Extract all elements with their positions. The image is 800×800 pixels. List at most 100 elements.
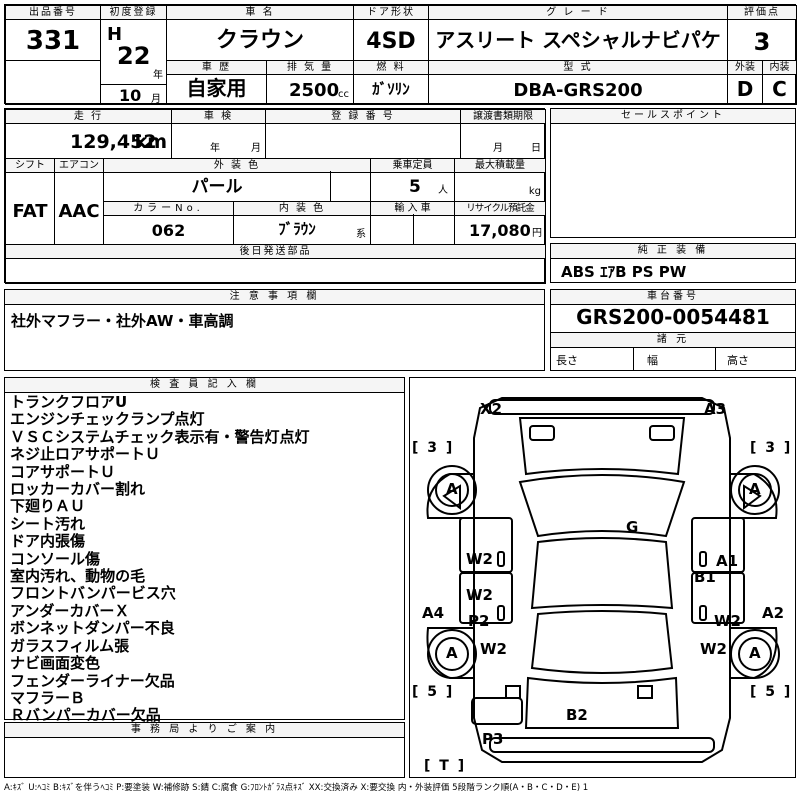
mark-a2: A2 bbox=[762, 604, 785, 622]
ext-label: 外装 bbox=[728, 61, 762, 75]
ext-grade-cell: 外装 D bbox=[727, 60, 763, 105]
later-parts-label: 後日発送部品 bbox=[6, 245, 545, 259]
inspector-item: Ｒバンパーカバー欠品 bbox=[10, 706, 161, 725]
mark-a3: A3 bbox=[704, 400, 727, 418]
regno-cell: 登 録 番 号 bbox=[265, 109, 461, 159]
inspection-cell: 車 検 年 月 bbox=[171, 109, 266, 159]
notice-label: 注 意 事 項 欄 bbox=[5, 290, 544, 305]
inspector-item: 室内汚れ、動物の毛 bbox=[10, 567, 146, 586]
intcolor-cell: 内 装 色 ﾌﾞﾗｳﾝ 系 bbox=[233, 201, 371, 245]
mark-p2: P2 bbox=[468, 612, 490, 630]
intcolor-unit: 系 bbox=[356, 229, 366, 240]
mark-w2-right-2: W2 bbox=[700, 640, 727, 658]
mark-b2: B2 bbox=[566, 706, 588, 724]
door-label: ドア形状 bbox=[354, 6, 428, 20]
spec-label: 諸 元 bbox=[551, 332, 795, 348]
chassis-label: 車台番号 bbox=[551, 290, 795, 305]
doc-deadline-cell: 譲渡書類期限 月 日 bbox=[460, 109, 546, 159]
load-unit: kg bbox=[528, 186, 541, 197]
length-label: 長さ bbox=[556, 354, 578, 367]
reg-month: 10 bbox=[119, 86, 142, 105]
notice-value: 社外マフラー・社外AW・車高調 bbox=[11, 312, 234, 330]
grade-label: グ レ ー ド bbox=[429, 6, 727, 20]
doc-day-unit: 日 bbox=[531, 143, 541, 154]
reg-month-unit: 月 bbox=[151, 94, 161, 105]
door-type: 4SD bbox=[366, 29, 416, 54]
tread-rear-right: [ 5 ] bbox=[750, 684, 793, 700]
regno-label: 登 録 番 号 bbox=[266, 110, 460, 124]
later-parts-cell: 後日発送部品 bbox=[5, 244, 546, 284]
inspector-item: コアサポートＵ bbox=[10, 462, 116, 481]
mid-info-block: 走 行 129,452 km 車 検 年 月 登 録 番 号 譲渡書類期限 月 … bbox=[4, 108, 546, 284]
inspector-item: ネジ止ロアサポートＵ bbox=[10, 445, 161, 464]
lot-label: 出品番号 bbox=[6, 6, 100, 20]
inspector-item: 下廻りＡＵ bbox=[10, 497, 86, 516]
import-cell: 輸 入 車 bbox=[370, 201, 455, 245]
mark-a4: A4 bbox=[422, 604, 445, 622]
sales-points-block: セールスポイント bbox=[550, 108, 796, 238]
tyre-rear-left-grade: A bbox=[446, 644, 458, 662]
color-cell: 外 装 色 パール bbox=[103, 158, 371, 202]
fuel: ｶﾞｿﾘﾝ bbox=[372, 80, 410, 98]
mark-g: G bbox=[626, 518, 639, 536]
office-block: 事 務 局 よ り ご 案 内 bbox=[4, 722, 405, 778]
fuel-label: 燃 料 bbox=[354, 61, 428, 75]
recycle-unit: 円 bbox=[532, 228, 542, 239]
legend: A:ｷｽﾞ U:ﾍｺﾐ B:ｷｽﾞを伴うﾍｺﾐ P:要塗装 W:補修跡 S:錆 … bbox=[4, 783, 589, 793]
intcolor-label: 内 装 色 bbox=[234, 202, 370, 216]
reg-year-unit: 年 bbox=[153, 70, 163, 81]
inspector-item: マフラーＢ bbox=[10, 688, 86, 707]
shift-cell: シフト FAT bbox=[5, 158, 55, 245]
tyre-front-left-grade: A bbox=[446, 480, 458, 498]
name-label: 車 名 bbox=[167, 6, 353, 20]
load-label: 最大積載量 bbox=[455, 159, 545, 173]
seats: 5 bbox=[409, 177, 421, 197]
top-info-block: 出品番号 331 初度登録 H 22 年 10 月 車 名 クラウン ドア形状 … bbox=[4, 4, 797, 105]
int-label: 内装 bbox=[763, 61, 796, 75]
mark-w2-left-3: W2 bbox=[480, 640, 507, 658]
colorno-label: カラーNo. bbox=[104, 202, 233, 216]
score-cell: 評価点 3 bbox=[727, 5, 797, 61]
mileage: 129,452 bbox=[70, 131, 157, 153]
inspector-item: エンジンチェックランプ点灯 bbox=[10, 410, 205, 429]
mark-w2-right-1: W2 bbox=[714, 612, 741, 630]
lot-blank bbox=[5, 60, 101, 105]
ac: AAC bbox=[58, 201, 100, 222]
mark-w2-left-2: W2 bbox=[466, 586, 493, 604]
height-cell: 高さ bbox=[715, 347, 795, 371]
sales-points-label: セールスポイント bbox=[551, 109, 795, 124]
inspector-item: フェンダーライナー欠品 bbox=[10, 671, 175, 690]
shift: FAT bbox=[12, 201, 48, 222]
colorno: 062 bbox=[151, 221, 186, 240]
mileage-label: 走 行 bbox=[6, 110, 171, 124]
tread-front-right: [ 3 ] bbox=[750, 440, 793, 456]
damage-diagram: X2 A3 G W2 W2 P2 W2 A4 A1 B1 W2 A2 W2 B2… bbox=[409, 377, 796, 778]
color-label: 外 装 色 bbox=[104, 159, 370, 173]
windshield bbox=[518, 474, 686, 538]
inspector-item: ナビ画面変色 bbox=[10, 654, 101, 673]
inspector-item: フロントバンパービス穴 bbox=[10, 584, 176, 603]
body-outline bbox=[473, 397, 731, 763]
disp-label: 排 気 量 bbox=[267, 61, 353, 75]
inspector-item: ロッカーカバー割れ bbox=[10, 480, 146, 499]
inspector-item: トランクフロアU bbox=[10, 393, 128, 411]
equipment-block: 純 正 装 備 ABS ｴｱB PS PW bbox=[550, 243, 796, 283]
score-label: 評価点 bbox=[728, 6, 796, 20]
mark-b1: B1 bbox=[694, 568, 716, 586]
history-label: 車 歴 bbox=[167, 61, 266, 75]
mark-x2: X2 bbox=[480, 400, 503, 418]
recycle-cell: リサイクル預託金 17,080 円 bbox=[454, 201, 546, 245]
load-cell: 最大積載量 kg bbox=[454, 158, 546, 202]
width-cell: 幅 bbox=[633, 347, 716, 371]
fuel-cell: 燃 料 ｶﾞｿﾘﾝ bbox=[353, 60, 429, 105]
notice-block: 注 意 事 項 欄 社外マフラー・社外AW・車高調 bbox=[4, 289, 545, 371]
inspector-item: コンソール傷 bbox=[10, 549, 101, 568]
doc-month-unit: 月 bbox=[493, 143, 503, 154]
spare-tyre: [ T ] bbox=[424, 758, 467, 774]
inspector-item: ＶＳＣシステムチェック表示有・警告灯点灯 bbox=[10, 427, 310, 446]
name-cell: 車 名 クラウン bbox=[166, 5, 354, 61]
recycle: 17,080 bbox=[469, 221, 531, 240]
model-cell: 型 式 DBA-GRS200 bbox=[428, 60, 728, 105]
